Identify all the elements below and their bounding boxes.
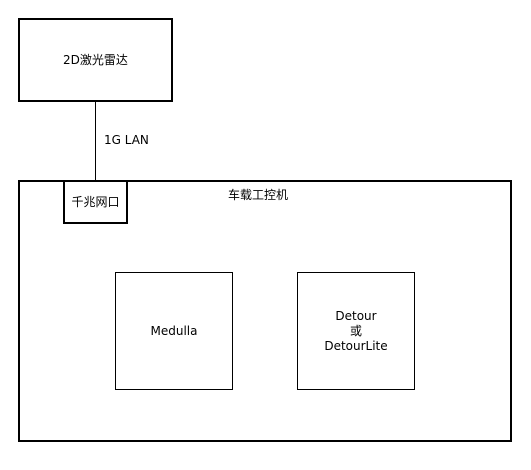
lan-link-label: 1G LAN bbox=[104, 133, 149, 147]
lidar-node: 2D激光雷达 bbox=[18, 18, 173, 102]
vehicle-pc-title: 车载工控机 bbox=[228, 188, 289, 202]
detour-module: Detour 或 DetourLite bbox=[297, 272, 415, 390]
medulla-label: Medulla bbox=[150, 323, 198, 338]
medulla-module: Medulla bbox=[115, 272, 233, 390]
gigabit-port-label: 千兆网口 bbox=[71, 194, 120, 209]
gigabit-port-node: 千兆网口 bbox=[63, 180, 128, 224]
lidar-label: 2D激光雷达 bbox=[63, 52, 128, 67]
lan-connector-line bbox=[95, 102, 96, 181]
detour-label: Detour 或 DetourLite bbox=[324, 308, 388, 353]
